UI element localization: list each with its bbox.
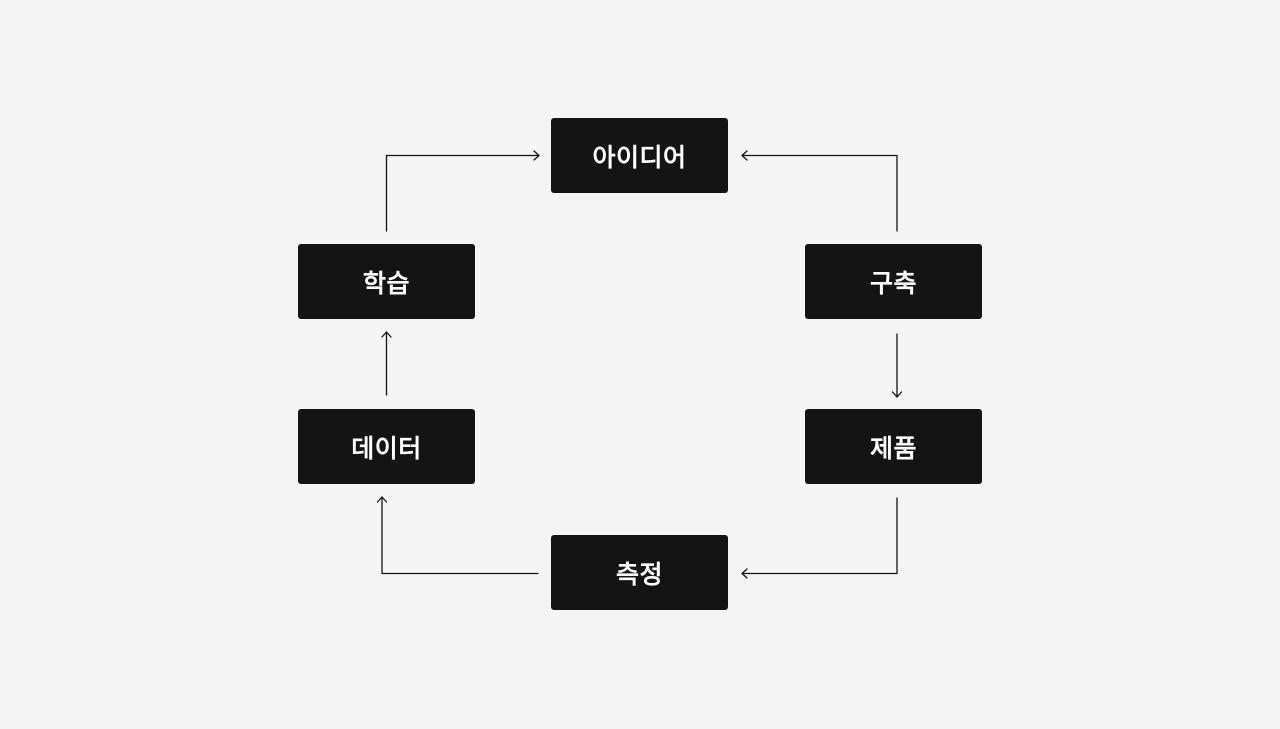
connector-product-to-measure [741,497,898,579]
node-idea: 아이디어 [551,118,728,193]
connector-learn-to-idea [385,150,540,232]
node-build: 구축 [805,244,982,319]
connector-build-to-product [891,333,903,398]
connector-build-to-idea [741,150,898,232]
connector-data-to-learn [381,331,392,396]
connector-measure-to-data [376,496,539,575]
node-product: 제품 [805,409,982,484]
node-data: 데이터 [298,409,475,484]
node-measure: 측정 [551,535,728,610]
node-learn: 학습 [298,244,475,319]
